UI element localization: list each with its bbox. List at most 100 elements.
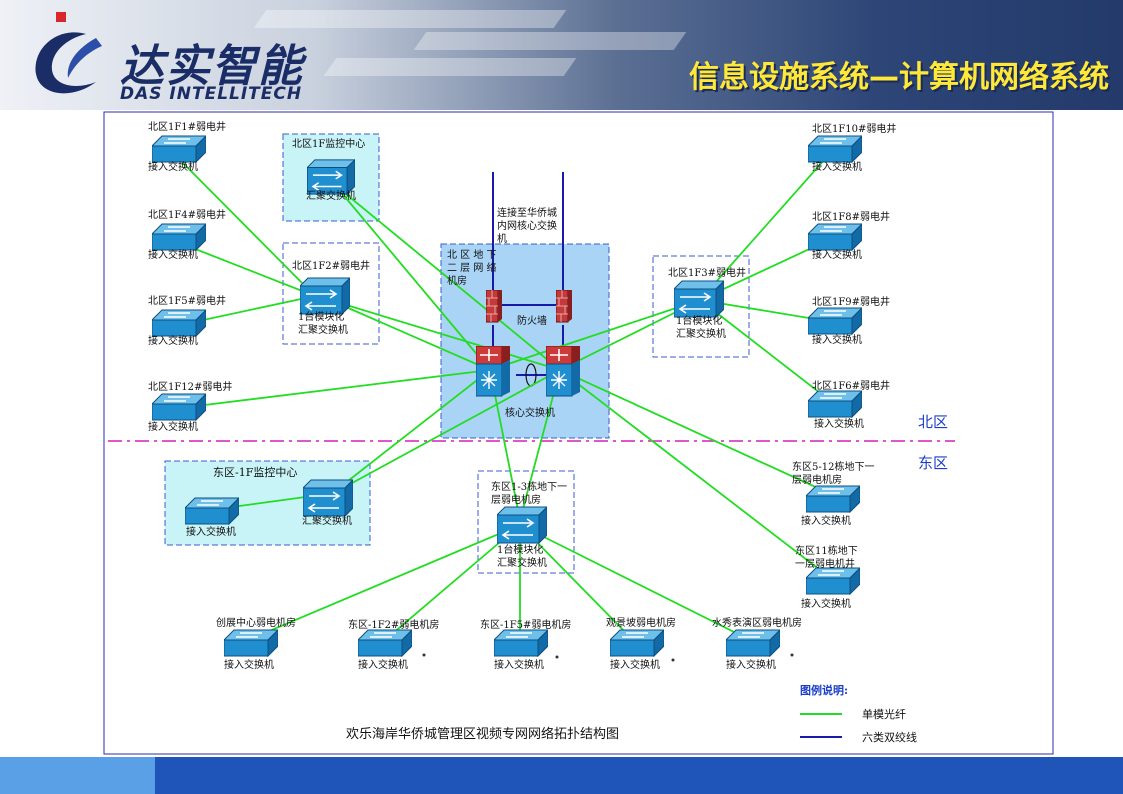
north-1f3-label-2: 汇聚交换机 [676, 327, 726, 340]
north-1f9-location: 北区1F9#弱电井 [812, 295, 890, 308]
header-banner: 达实智能 DAS INTELLITECH 信息设施系统—计算机网络系统 [0, 0, 1123, 110]
diagram-caption: 欢乐海岸华侨城管理区视频专网网络拓扑结构图 [346, 726, 619, 742]
external-link-label-2: 内网核心交换 [497, 219, 557, 232]
north-1f2-label-2: 汇聚交换机 [298, 323, 348, 336]
logo-english-text: DAS INTELLITECH [120, 84, 303, 104]
east-5-12-access-switch-icon [806, 485, 860, 513]
fiber-links [179, 149, 834, 641]
east-11-location-2: 一层弱电机井 [795, 557, 855, 570]
east-monitor-agg-label: 汇聚交换机 [302, 514, 352, 527]
north-1f6-location: 北区1F6#弱电井 [812, 379, 890, 392]
east-1-3-agg-label-1: 1台模块化 [497, 543, 543, 556]
north-core-room-label-3: 机房 [447, 274, 467, 287]
north-1f8-location: 北区1F8#弱电井 [812, 210, 890, 223]
north-1f4-location: 北区1F4#弱电井 [148, 208, 226, 221]
east-zone-label: 东区 [918, 454, 948, 472]
legend-fiber-label: 单模光纤 [862, 707, 906, 721]
firewall-left-icon [486, 290, 502, 323]
das-logo-icon [35, 12, 102, 94]
east-monitor-access-switch-icon [185, 497, 239, 525]
legend-title: 图例说明: [800, 683, 848, 697]
logo-chinese-text: 达实智能 [120, 41, 304, 92]
north-1f1-access-switch-icon [152, 135, 206, 163]
north-zone-label: 北区 [918, 413, 948, 431]
legend-twisted-pair-label: 六类双绞线 [862, 730, 917, 744]
twisted-pair-links [492, 172, 564, 376]
north-1f12-access-switch-icon [152, 393, 206, 421]
core-switch-label: 核心交换机 [505, 406, 555, 419]
north-monitor-agg-switch-icon [307, 159, 355, 195]
east-1-3-agg-label-2: 汇聚交换机 [497, 556, 547, 569]
north-monitor-agg-label: 汇聚交换机 [306, 189, 356, 202]
core-switch-right-icon [546, 346, 580, 397]
east-5-12-location-2: 层弱电机房 [792, 473, 842, 486]
north-1f5-access-switch-icon [152, 309, 206, 337]
east-5-12-location-1: 东区5-12栋地下一 [792, 460, 874, 473]
north-1f12-label: 接入交换机 [148, 420, 198, 433]
core-switch-left-icon [476, 346, 510, 397]
shuixiu-location: 水秀表演区弱电机房 [712, 616, 802, 629]
north-1f8-access-switch-icon [808, 223, 862, 251]
north-1f1-label: 接入交换机 [148, 160, 198, 173]
north-1f6-access-switch-icon [808, 390, 862, 418]
north-1f3-label-1: 1台模块化 [676, 314, 722, 327]
north-1f6-label: 接入交换机 [814, 417, 864, 430]
east-1-3-agg-switch-icon [497, 506, 547, 544]
dot-mark [671, 658, 675, 662]
network-topology-diagram: 北区1F监控中心 北 区 地 下 二 层 网 络 机房 连接至华侨城 内网核心交… [103, 111, 1054, 755]
north-1f5-label: 接入交换机 [148, 334, 198, 347]
north-1f2-agg-switch-icon [300, 277, 350, 315]
east-1f2-access-switch-icon [358, 629, 412, 657]
chuangzhan-access-switch-icon [224, 629, 278, 657]
east-1-3-room-label-2: 层弱电机房 [491, 493, 541, 506]
north-1f2-box [282, 242, 380, 345]
east-monitor-access-label: 接入交换机 [186, 525, 236, 538]
firewall-label: 防火墙 [517, 314, 547, 327]
north-1f3-agg-switch-icon [674, 280, 724, 318]
north-1f10-access-switch-icon [808, 135, 862, 163]
page-title: 信息设施系统—计算机网络系统 [689, 60, 1109, 95]
north-1f3-box [652, 255, 750, 358]
guanjingpo-label: 接入交换机 [610, 658, 660, 671]
north-1f10-label: 接入交换机 [812, 160, 862, 173]
chuangzhan-label: 接入交换机 [224, 658, 274, 671]
east-1f5-access-switch-icon [494, 629, 548, 657]
north-1f10-location: 北区1F10#弱电井 [812, 122, 896, 135]
footer-bar-left [0, 757, 155, 794]
north-1f9-access-switch-icon [808, 307, 862, 335]
east-1f5-label: 接入交换机 [494, 658, 544, 671]
guanjingpo-access-switch-icon [610, 629, 664, 657]
north-1f12-location: 北区1F12#弱电井 [148, 380, 232, 393]
dot-mark [790, 653, 794, 657]
dot-mark [422, 653, 426, 657]
firewall-right-icon [556, 290, 572, 323]
east-11-access-switch-icon [806, 567, 860, 595]
dot-mark [555, 655, 559, 659]
north-1f1-location: 北区1F1#弱电井 [148, 120, 226, 133]
north-1f4-access-switch-icon [152, 223, 206, 251]
shuixiu-label: 接入交换机 [726, 658, 776, 671]
external-link-label-1: 连接至华侨城 [497, 206, 557, 219]
east-11-label: 接入交换机 [801, 597, 851, 610]
east-1f2-location: 东区-1F2#弱电机房 [348, 618, 439, 631]
east-1-3-room-label-1: 东区1-3栋地下一 [491, 480, 567, 493]
north-1f8-label: 接入交换机 [812, 248, 862, 261]
shuixiu-access-switch-icon [726, 629, 780, 657]
north-core-room-label-1: 北 区 地 下 [447, 248, 497, 261]
east-1-3-room-box [477, 470, 575, 574]
north-1f2-label-1: 1台模块化 [298, 310, 344, 323]
external-link-label-3: 机 [497, 232, 507, 245]
east-monitor-center-label: 东区-1F监控中心 [213, 465, 297, 479]
east-1f5-location: 东区-1F5#弱电机房 [480, 618, 571, 631]
chuangzhan-location: 创展中心弱电机房 [216, 616, 296, 629]
north-1f3-location: 北区1F3#弱电井 [668, 266, 746, 279]
north-1f2-location: 北区1F2#弱电井 [292, 259, 370, 272]
east-1f2-label: 接入交换机 [358, 658, 408, 671]
north-1f4-label: 接入交换机 [148, 248, 198, 261]
east-11-location-1: 东区11栋地下 [795, 544, 858, 557]
north-1f9-label: 接入交换机 [812, 333, 862, 346]
north-monitor-center-label: 北区1F监控中心 [292, 137, 365, 150]
north-1f5-location: 北区1F5#弱电井 [148, 294, 226, 307]
footer-bar-right [155, 757, 1123, 794]
east-5-12-label: 接入交换机 [801, 514, 851, 527]
